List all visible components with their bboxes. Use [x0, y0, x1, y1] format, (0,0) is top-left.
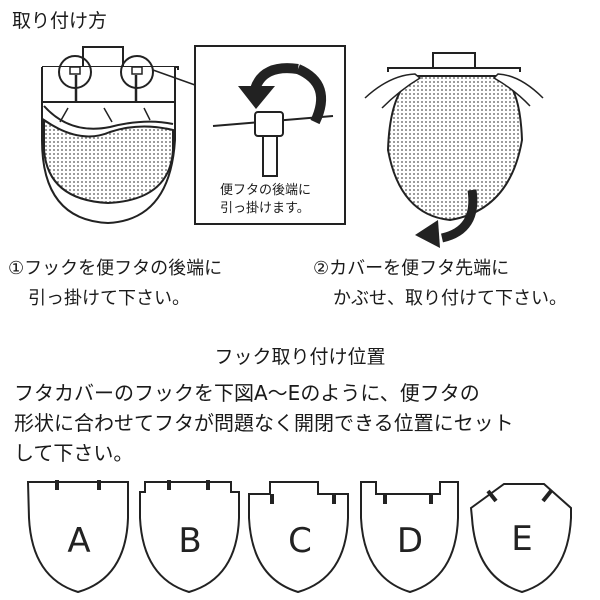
callout-hook-detail — [194, 45, 346, 225]
svg-text:C: C — [288, 521, 312, 561]
illustration-cover-lid — [364, 52, 544, 248]
svg-text:B: B — [178, 521, 201, 561]
page-title: 取り付け方 — [12, 10, 108, 32]
callout-line-2: 引っ掛けます。 — [220, 201, 310, 216]
step-1: ①フックを便フタの後端に 引っ掛けて下さい。 — [8, 254, 222, 314]
section-title: フック取り付け位置 — [214, 346, 386, 368]
step-1-line-1: ①フックを便フタの後端に — [8, 258, 223, 279]
callout-line-1: 便フタの後端に — [220, 183, 312, 198]
instruction-paragraph: フタカバーのフックを下図A～Eのように、便フタの 形状に合わせてフタが問題なく開… — [14, 378, 594, 468]
shape-a: A — [26, 480, 129, 594]
shape-d: D — [360, 481, 459, 594]
paragraph-line-3: して下さい。 — [14, 441, 134, 465]
paragraph-line-1: フタカバーのフックを下図A～Eのように、便フタの — [14, 381, 480, 405]
shape-c: C — [248, 481, 349, 594]
callout-text: 便フタの後端に 引っ掛けます。 — [220, 182, 311, 218]
step-1-line-2: 引っ掛けて下さい。 — [28, 288, 190, 309]
step-2-line-1: ②カバーを便フタ先端に — [313, 258, 510, 279]
illustration-hook-attach — [41, 46, 196, 225]
paragraph-line-2: 形状に合わせてフタが問題なく開閉できる位置にセット — [14, 411, 514, 435]
svg-text:D: D — [397, 521, 423, 561]
step-2-line-2: かぶせ、取り付けて下さい。 — [333, 288, 567, 309]
step-2: ②カバーを便フタ先端に かぶせ、取り付けて下さい。 — [313, 254, 567, 314]
shape-b: B — [139, 480, 240, 594]
shape-e: E — [469, 483, 572, 594]
svg-text:E: E — [511, 519, 532, 559]
svg-text:A: A — [67, 521, 90, 561]
